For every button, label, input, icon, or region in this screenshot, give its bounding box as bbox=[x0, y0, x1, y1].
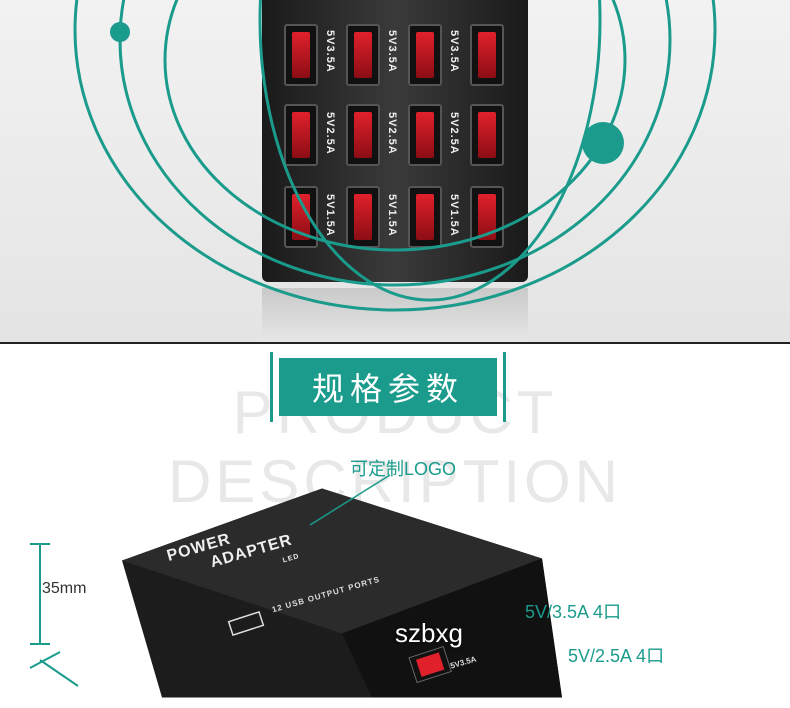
section-divider bbox=[0, 342, 790, 344]
logo-annotation: 可定制LOGO bbox=[350, 459, 457, 479]
section-title-frame: 规格参数 bbox=[270, 352, 506, 422]
port-label: 5V3.5A bbox=[386, 30, 398, 73]
port-label: 5V1.5A bbox=[324, 194, 336, 237]
watermark: szbxg bbox=[395, 618, 463, 648]
decorative-rings bbox=[73, 0, 717, 312]
usb-port bbox=[284, 24, 318, 86]
port-label: 5V2.5A bbox=[448, 112, 460, 155]
usb-port bbox=[346, 24, 380, 86]
charger-angled-view bbox=[122, 488, 562, 698]
usb-port bbox=[346, 104, 380, 166]
ring-dot-large bbox=[582, 122, 624, 164]
port-spec-2-5a: 5V/2.5A 4口 bbox=[568, 646, 665, 666]
usb-port bbox=[408, 104, 442, 166]
port-label: 5V1.5A bbox=[448, 194, 460, 237]
ring-dot bbox=[110, 22, 130, 42]
logo-pointer-line bbox=[309, 474, 391, 526]
port-spec-3-5a: 5V/3.5A 4口 bbox=[525, 602, 622, 622]
usb-port bbox=[470, 24, 504, 86]
usb-port bbox=[470, 104, 504, 166]
usb-port bbox=[284, 104, 318, 166]
port-label: 5V3.5A bbox=[324, 30, 336, 73]
charger-reflection bbox=[262, 288, 528, 342]
depth-marker bbox=[29, 651, 79, 687]
usb-port bbox=[408, 24, 442, 86]
height-marker bbox=[30, 543, 50, 645]
port-label: 5V1.5A bbox=[386, 194, 398, 237]
section-title: 规格参数 bbox=[279, 358, 497, 416]
port-label: 5V3.5A bbox=[448, 30, 460, 73]
port-label: 5V2.5A bbox=[386, 112, 398, 155]
product-photo-top: 5V3.5A 5V3.5A 5V3.5A 5V2.5A 5V2.5A 5V2.5… bbox=[0, 0, 790, 342]
usb-port bbox=[408, 186, 442, 248]
height-label: 35mm bbox=[42, 580, 87, 597]
port-label: 5V2.5A bbox=[324, 112, 336, 155]
